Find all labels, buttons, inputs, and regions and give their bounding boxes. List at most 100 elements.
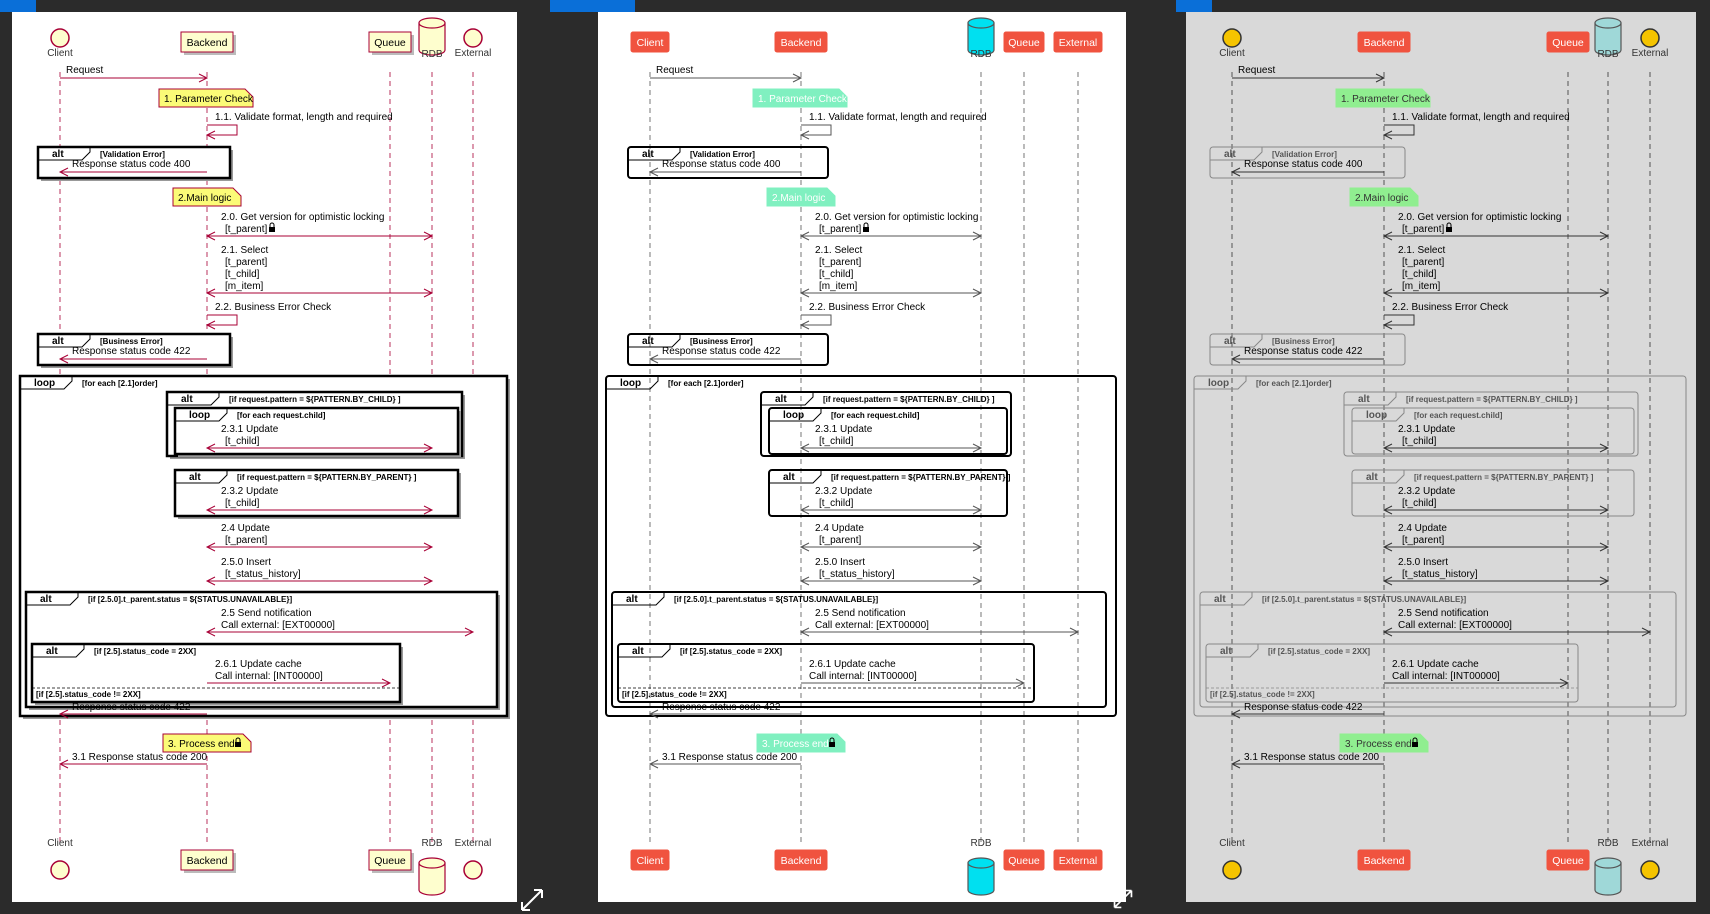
arrow-head bbox=[205, 443, 216, 453]
participant-label: RDB bbox=[1597, 838, 1618, 849]
participant-label: Backend bbox=[781, 37, 822, 49]
fragment-condition: [if request.pattern = ${PATTERN.BY_PAREN… bbox=[237, 473, 417, 482]
message-label: Call internal: [INT00000] bbox=[1392, 671, 1500, 682]
arrow-head bbox=[799, 627, 810, 637]
arrow-head bbox=[1599, 288, 1610, 298]
message-label: Response status code 400 bbox=[1244, 159, 1363, 170]
message-label: 2.1. Select bbox=[1398, 245, 1445, 256]
note-text: 1. Parameter Check bbox=[758, 94, 848, 105]
arrow-head bbox=[205, 505, 216, 515]
arrow-head bbox=[1382, 288, 1393, 298]
fragment-tab bbox=[606, 376, 659, 390]
fragment-tab bbox=[167, 392, 220, 406]
fragment-tab bbox=[38, 147, 91, 161]
arrow-head bbox=[972, 542, 983, 552]
participant-label: Queue bbox=[374, 855, 406, 867]
message-label: [t_child] bbox=[1402, 436, 1437, 447]
message-label: [t_child] bbox=[819, 269, 854, 280]
fragment-kind: alt bbox=[1224, 149, 1236, 160]
database-icon bbox=[418, 863, 446, 896]
message-label: [t_child] bbox=[225, 436, 260, 447]
fragment-tab bbox=[769, 408, 822, 422]
fragment-frame bbox=[760, 391, 1012, 457]
arrow-head bbox=[205, 627, 216, 637]
message-label: 2.5.0 Insert bbox=[1398, 557, 1448, 568]
arrow-head bbox=[972, 505, 983, 515]
fragment-tab bbox=[628, 147, 681, 161]
fragment-tab bbox=[1210, 334, 1263, 348]
expand-icon[interactable] bbox=[1112, 888, 1138, 914]
actor-icon bbox=[463, 860, 483, 880]
fragment-kind: loop bbox=[783, 410, 804, 421]
message-label: [t_parent] bbox=[225, 535, 267, 546]
arrow-head bbox=[799, 320, 810, 330]
message-label: 2.6.1 Update cache bbox=[809, 659, 896, 670]
note-text: 3. Process end bbox=[762, 739, 829, 750]
arrow-head bbox=[205, 130, 216, 140]
fragment-kind: alt bbox=[40, 594, 52, 605]
arrow-head bbox=[1382, 231, 1393, 241]
participant-box bbox=[1053, 31, 1103, 53]
message-label: [t_parent] bbox=[1402, 535, 1444, 546]
fragment-kind: loop bbox=[1366, 410, 1387, 421]
self-message bbox=[801, 314, 832, 326]
fragment-condition: [if request.pattern = ${PATTERN.BY_CHILD… bbox=[823, 395, 995, 404]
lock-icon bbox=[235, 737, 241, 742]
participant-label: Backend bbox=[187, 855, 228, 867]
expand-icon[interactable] bbox=[519, 887, 545, 913]
database-icon bbox=[967, 863, 995, 896]
fragment-condition: [if [2.5].status_code != 2XX] bbox=[622, 690, 727, 699]
message-label: 2.2. Business Error Check bbox=[1392, 302, 1509, 313]
fragment-tab bbox=[175, 470, 228, 484]
lock-icon bbox=[1446, 222, 1452, 227]
fragment-frame bbox=[768, 469, 1008, 517]
participant-box bbox=[774, 849, 828, 871]
fragment-frame bbox=[611, 591, 1107, 708]
fragment-condition: [Business Error] bbox=[100, 337, 163, 346]
participant-box bbox=[368, 31, 412, 53]
participant-box bbox=[1003, 849, 1045, 871]
lock-icon bbox=[235, 742, 241, 747]
fragment-condition: [for each request.child] bbox=[831, 411, 920, 420]
message-label: [t_child] bbox=[819, 498, 854, 509]
message-label: [t_child] bbox=[1402, 498, 1437, 509]
panel-3-tab[interactable] bbox=[1176, 0, 1212, 12]
arrow-head bbox=[1599, 231, 1610, 241]
fragment-kind: alt bbox=[1224, 336, 1236, 347]
arrow-head bbox=[799, 542, 810, 552]
arrow-head bbox=[58, 709, 69, 719]
message-label: Request bbox=[1238, 65, 1275, 76]
participant-box bbox=[1357, 849, 1411, 871]
arrow-head bbox=[799, 505, 810, 515]
participant-box bbox=[1546, 849, 1590, 871]
fragment-condition: [Business Error] bbox=[1272, 337, 1335, 346]
fragment-tab bbox=[20, 376, 73, 390]
fragment-tab bbox=[761, 392, 814, 406]
fragment-tab bbox=[612, 592, 665, 606]
arrow-head bbox=[423, 231, 434, 241]
database-icon bbox=[418, 23, 446, 56]
arrow-head bbox=[464, 627, 475, 637]
fragment-frame bbox=[627, 146, 829, 179]
actor-icon bbox=[1222, 860, 1242, 880]
self-message bbox=[1384, 314, 1415, 326]
message-label: Call internal: [INT00000] bbox=[215, 671, 323, 682]
panel-2-tab[interactable] bbox=[550, 0, 635, 12]
arrow-head bbox=[1375, 73, 1386, 83]
arrow-head bbox=[1382, 505, 1393, 515]
message-label: 1.1. Validate format, length and require… bbox=[215, 112, 393, 123]
panel-1-tab[interactable] bbox=[0, 0, 36, 12]
fragment-tab bbox=[618, 644, 671, 658]
lock-icon bbox=[269, 227, 275, 232]
participant-label: Queue bbox=[1008, 37, 1040, 49]
fragment-kind: loop bbox=[620, 378, 641, 389]
message-label: [t_status_history] bbox=[819, 569, 895, 580]
arrow-head bbox=[792, 73, 803, 83]
message-label: [t_status_history] bbox=[225, 569, 301, 580]
fragment-tab bbox=[1344, 392, 1397, 406]
message-label: 2.3.1 Update bbox=[1398, 424, 1456, 435]
message-label: 2.1. Select bbox=[815, 245, 862, 256]
message-label: 2.3.2 Update bbox=[221, 486, 279, 497]
fragment-tab bbox=[1194, 376, 1247, 390]
